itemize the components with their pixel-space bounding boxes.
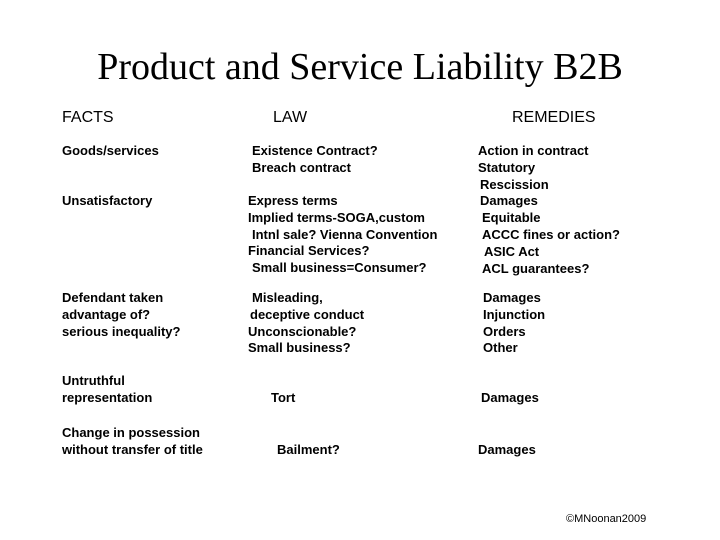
remedies-cell-misleading: Damages Injunction Orders Other [483,290,545,357]
facts-line: serious inequality? [62,323,181,339]
remedies-line: Statutory [478,159,536,175]
law-line: Small business? [248,340,351,356]
facts-line: Unsatisfactory [62,193,153,208]
facts-line: Untruthful [62,373,125,388]
remedies-line: ACCC fines or action? [482,226,620,242]
remedies-line: Rescission [480,176,549,192]
facts-line: advantage of? [62,306,151,322]
facts-line: Defendant taken [62,290,164,305]
facts-line: without transfer of title [62,441,203,457]
remedies-header: REMEDIES [512,109,596,126]
law-line: Financial Services? [248,243,370,259]
remedies-line: ASIC Act [484,243,540,259]
facts-cell-defendant: Defendant taken advantage of? serious in… [62,290,180,340]
law-line: Small business=Consumer? [252,260,427,276]
facts-header: FACTS [62,109,114,126]
law-cell-terms: Express terms Implied terms-SOGA,custom … [248,193,437,277]
remedies-cell-contract: Action in contract Statutory Rescission … [478,143,620,277]
remedies-cell-tort: Damages [481,390,539,407]
law-cell-tort: Tort [271,390,295,407]
law-line: Unconscionable? [248,323,357,339]
facts-line: Goods/services [62,143,159,158]
copyright-footer: ©MNoonan2009 [566,513,647,525]
law-line: Breach contract [252,159,351,175]
remedies-line: Orders [483,323,526,339]
law-line: deceptive conduct [250,306,365,322]
facts-cell-goods: Goods/services [62,143,159,160]
facts-cell-unsatisfactory: Unsatisfactory [62,193,152,210]
law-line: Intnl sale? Vienna Convention [252,226,438,242]
law-line: Misleading, [252,290,323,305]
remedies-line: Injunction [483,306,546,322]
law-cell-misleading: Misleading, deceptive conduct Unconscion… [248,290,364,357]
remedies-line: Damages [478,442,536,457]
remedies-line: Other [483,340,518,356]
remedies-line: Damages [483,290,541,305]
remedies-line: Action in contract [478,143,589,158]
remedies-line: Damages [480,193,538,209]
law-line: Bailment? [277,442,340,457]
slide-title: Product and Service Liability B2B [97,46,623,88]
remedies-line: Equitable [482,210,541,226]
remedies-cell-bailment: Damages [478,442,536,459]
law-cell-bailment: Bailment? [277,442,340,459]
remedies-line: Damages [481,390,539,405]
law-line: Implied terms-SOGA,custom [248,209,425,225]
remedies-line: ACL guarantees? [482,260,590,276]
law-line: Existence Contract? [252,143,378,158]
law-line: Express terms [248,193,338,208]
law-header: LAW [273,109,308,126]
facts-cell-possession: Change in possession without transfer of… [62,425,203,459]
facts-cell-untruthful: Untruthful representation [62,373,152,407]
facts-line: Change in possession [62,425,200,440]
law-line: Tort [271,390,296,405]
law-cell-contract: Existence Contract? Breach contract [252,143,378,177]
facts-line: representation [62,389,153,405]
